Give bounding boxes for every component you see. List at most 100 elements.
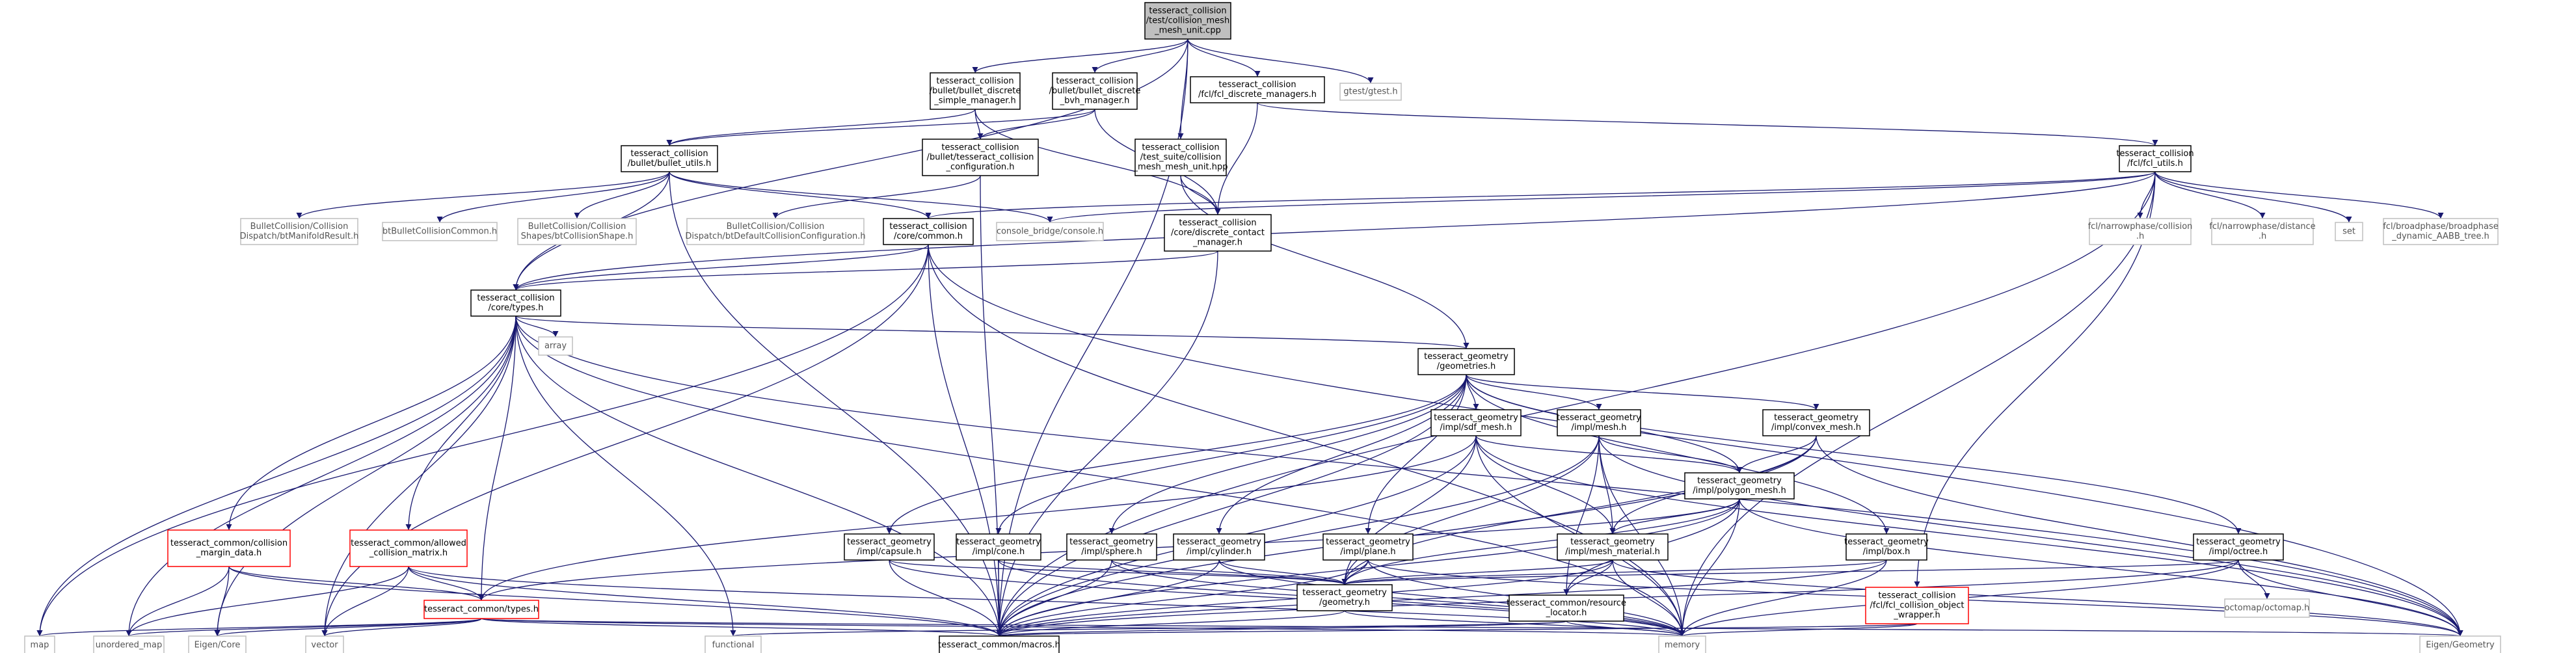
graph-node-mmat[interactable]: tesseract_geometry/impl/mesh_material.h	[1557, 533, 1669, 561]
dependency-edge	[408, 566, 1685, 637]
graph-node-btc[interactable]: tesseract_collision/bullet/tesseract_col…	[922, 139, 1039, 176]
graph-node-poly[interactable]: tesseract_geometry/impl/polygon_mesh.h	[1684, 472, 1795, 500]
node-label: tesseract_collision	[1056, 77, 1133, 87]
dependency-edge	[1177, 38, 1188, 140]
node-box	[2211, 218, 2314, 245]
nodes-layer: tesseract_collision/test/collision_mesh_…	[24, 2, 2501, 653]
dependency-edge	[1816, 435, 2463, 637]
node-label: tesseract_geometry	[847, 537, 932, 547]
node-label: /geometry.h	[1319, 598, 1370, 607]
dependency-edge	[228, 566, 1002, 637]
graph-node-octree[interactable]: tesseract_geometry/impl/octree.h	[2193, 533, 2284, 561]
node-label: _simple_manager.h	[933, 96, 1016, 106]
dependency-edge	[666, 109, 1095, 146]
node-label: console_bridge/console.h	[997, 227, 1103, 237]
node-label: /impl/box.h	[1863, 547, 1911, 557]
node-label: tesseract_collision	[1218, 80, 1296, 90]
node-label: tesseract_geometry	[1697, 476, 1782, 486]
node-label: /test_suite/collision	[1140, 153, 1221, 163]
node-label: tesseract_geometry	[1570, 537, 1655, 547]
node-box	[24, 635, 55, 653]
node-box	[1557, 533, 1669, 561]
dependency-edge	[1092, 38, 1188, 73]
graph-node-cmd[interactable]: tesseract_common/collision_margin_data.h	[167, 529, 291, 567]
graph-node-btmr: BulletCollision/CollisionDispatch/btMani…	[240, 218, 358, 245]
node-label: tesseract_geometry	[1774, 413, 1858, 423]
dependency-edge	[1180, 175, 1221, 215]
dependency-edge	[228, 566, 485, 601]
graph-node-dcm[interactable]: tesseract_collision/core/discrete_contac…	[1164, 214, 1272, 252]
graph-node-sphere[interactable]: tesseract_geometry/impl/sphere.h	[1066, 533, 1157, 561]
node-box	[939, 635, 1060, 653]
node-box	[1509, 594, 1624, 622]
graph-node-map: map	[24, 635, 55, 653]
graph-node-tsc[interactable]: tesseract_collision/test_suite/collision…	[1133, 139, 1228, 176]
dependency-edge	[996, 559, 1220, 637]
dependency-edge	[1466, 374, 1602, 410]
dependency-edge	[1341, 498, 1740, 585]
dependency-edge	[126, 566, 409, 637]
dependency-edge	[478, 315, 517, 601]
dependency-edge	[1342, 559, 2239, 585]
dependency-edge	[1612, 559, 2463, 637]
graph-node-fdm[interactable]: tesseract_collision/fcl/fcl_discrete_man…	[1190, 76, 1325, 103]
graph-node-umap: unordered_map	[93, 635, 165, 653]
graph-node-cyl[interactable]: tesseract_geometry/impl/cylinder.h	[1173, 533, 1265, 561]
graph-node-bdbm[interactable]: tesseract_collision/bullet/bullet_discre…	[1049, 72, 1141, 110]
node-box	[470, 289, 561, 317]
dependency-edge	[1341, 559, 1613, 585]
dependency-edge	[36, 244, 929, 637]
node-label: BulletCollision/Collision	[528, 222, 626, 232]
node-box	[956, 533, 1041, 561]
graph-node-acm[interactable]: tesseract_common/allowed_collision_matri…	[349, 529, 468, 567]
graph-node-rl[interactable]: tesseract_common/resource_locator.h	[1507, 594, 1626, 622]
dependency-edge	[1257, 102, 2158, 146]
dependency-edge	[515, 315, 1002, 637]
graph-node-ct[interactable]: tesseract_collision/core/types.h	[470, 289, 561, 317]
node-box	[1052, 72, 1138, 110]
node-label: tesseract_geometry	[1069, 537, 1154, 547]
dependency-edge	[997, 623, 1918, 637]
graph-node-types[interactable]: tesseract_common/types.h	[423, 600, 539, 619]
node-label: tesseract_geometry	[1326, 537, 1410, 547]
dependency-edge	[1679, 623, 1918, 637]
graph-node-mesh[interactable]: tesseract_geometry/impl/mesh.h	[1557, 409, 1641, 436]
dependency-edge	[2154, 171, 2444, 219]
graph-node-geoms[interactable]: tesseract_geometry/geometries.h	[1417, 348, 1515, 375]
dependency-edge	[1598, 435, 2463, 637]
graph-node-geom[interactable]: tesseract_geometry/geometry.h	[1296, 584, 1393, 611]
node-label: /impl/mesh.h	[1572, 423, 1627, 433]
node-box	[922, 139, 1039, 176]
graph-node-convex[interactable]: tesseract_geometry/impl/convex_mesh.h	[1762, 409, 1870, 436]
node-label: /impl/convex_mesh.h	[1771, 423, 1861, 433]
graph-node-cc[interactable]: tesseract_collision/core/common.h	[883, 218, 974, 245]
dependency-edge	[515, 315, 1685, 637]
node-label: fcl/broadphase/broadphase	[2383, 222, 2499, 232]
graph-node-box[interactable]: tesseract_geometry/impl/box.h	[1844, 533, 1929, 561]
graph-node-fclw[interactable]: tesseract_collision/fcl/fcl_collision_ob…	[1865, 587, 1969, 624]
graph-node-capsule[interactable]: tesseract_geometry/impl/capsule.h	[844, 533, 935, 561]
node-box	[1322, 533, 1414, 561]
dependency-edge	[1218, 559, 1685, 637]
graph-node-macros[interactable]: tesseract_common/macros.h	[938, 635, 1060, 653]
node-box	[305, 635, 344, 653]
node-label: set	[2342, 227, 2355, 237]
graph-node-set: set	[2335, 222, 2363, 241]
node-label: /impl/capsule.h	[857, 547, 921, 557]
dependency-edge	[481, 618, 2462, 637]
graph-node-bdsm[interactable]: tesseract_collision/bullet/bullet_discre…	[930, 72, 1021, 110]
graph-node-plane[interactable]: tesseract_geometry/impl/plane.h	[1322, 533, 1414, 561]
graph-node-fu[interactable]: tesseract_collision/fcl/fcl_utils.h	[2116, 145, 2194, 172]
node-label: BulletCollision/Collision	[727, 222, 825, 232]
node-label: /core/common.h	[894, 232, 963, 241]
node-label: _margin_data.h	[196, 548, 262, 558]
graph-node-cone[interactable]: tesseract_geometry/impl/cone.h	[956, 533, 1041, 561]
node-label: BulletCollision/Collision	[250, 222, 349, 232]
graph-node-sdf[interactable]: tesseract_geometry/impl/sdf_mesh.h	[1430, 409, 1522, 436]
dependency-edge	[2238, 559, 2270, 600]
node-label: tesseract_geometry	[1844, 537, 1929, 547]
node-label: tesseract_common/types.h	[424, 605, 539, 615]
node-label: tesseract_geometry	[956, 537, 1041, 547]
graph-node-bu[interactable]: tesseract_collision/bullet/bullet_utils.…	[621, 145, 718, 172]
node-box	[996, 222, 1104, 241]
